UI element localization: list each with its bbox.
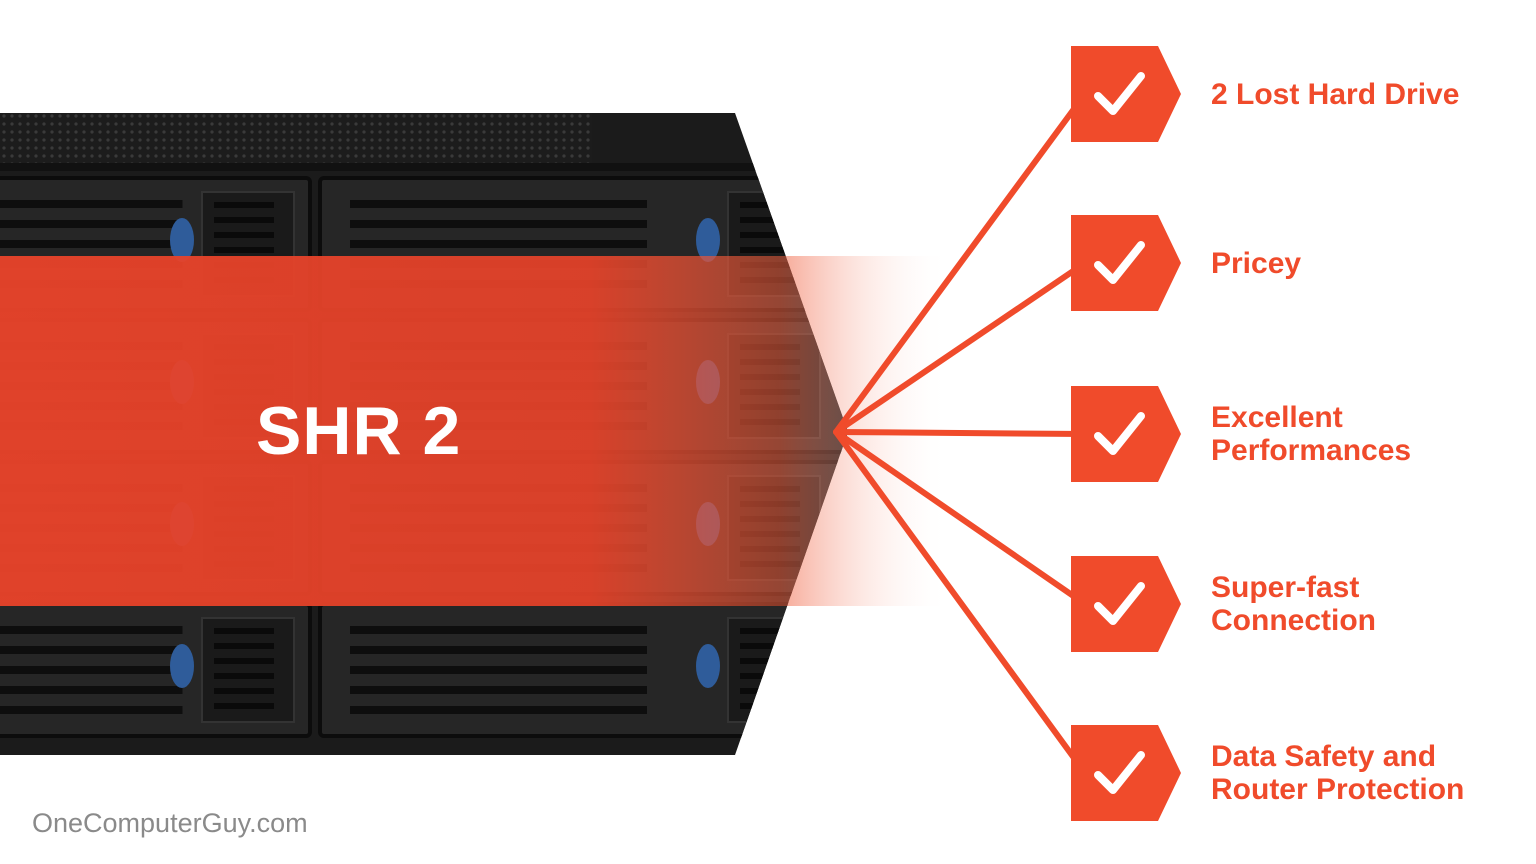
connector-line bbox=[833, 260, 1088, 435]
check-icon bbox=[1094, 241, 1145, 284]
check-icon bbox=[1094, 751, 1145, 794]
feature-label-line: Pricey bbox=[1211, 246, 1302, 280]
drive-bay bbox=[318, 602, 848, 738]
connector-line bbox=[833, 91, 1088, 435]
check-badge bbox=[1071, 46, 1181, 142]
feature-label-line: Router Protection bbox=[1211, 773, 1465, 806]
feature-label-line: Data Safety and bbox=[1211, 740, 1437, 773]
feature-label-line: Connection bbox=[1211, 604, 1376, 637]
feature-label-line: Excellent bbox=[1211, 401, 1343, 434]
drive-latch-icon bbox=[170, 644, 194, 688]
drive-latch-icon bbox=[696, 218, 720, 262]
watermark-text: OneComputerGuy.com bbox=[32, 808, 308, 838]
drive-latch-icon bbox=[696, 644, 720, 688]
connector-lines bbox=[833, 91, 1088, 776]
check-badge bbox=[1071, 725, 1181, 821]
check-icon bbox=[1094, 412, 1145, 455]
drive-bay bbox=[0, 602, 312, 738]
feature-label-line: 2 Lost Hard Drive bbox=[1211, 77, 1460, 111]
title-band bbox=[0, 256, 950, 606]
diagram-title: SHR 2 bbox=[256, 393, 462, 469]
feature-label-line: Performances bbox=[1211, 434, 1412, 467]
check-icon bbox=[1094, 72, 1145, 115]
check-badge bbox=[1071, 215, 1181, 311]
check-badge bbox=[1071, 556, 1181, 652]
feature-label: 2 Lost Hard Drive bbox=[1211, 78, 1459, 111]
feature-label: Pricey bbox=[1211, 247, 1301, 280]
connector-line bbox=[833, 429, 1088, 776]
feature-label-line: Super-fast bbox=[1211, 571, 1360, 604]
connector-line bbox=[833, 429, 1088, 437]
drive-latch-icon bbox=[170, 218, 194, 262]
connector-line bbox=[833, 429, 1088, 607]
check-badge bbox=[1071, 386, 1181, 482]
check-icon bbox=[1094, 582, 1145, 625]
